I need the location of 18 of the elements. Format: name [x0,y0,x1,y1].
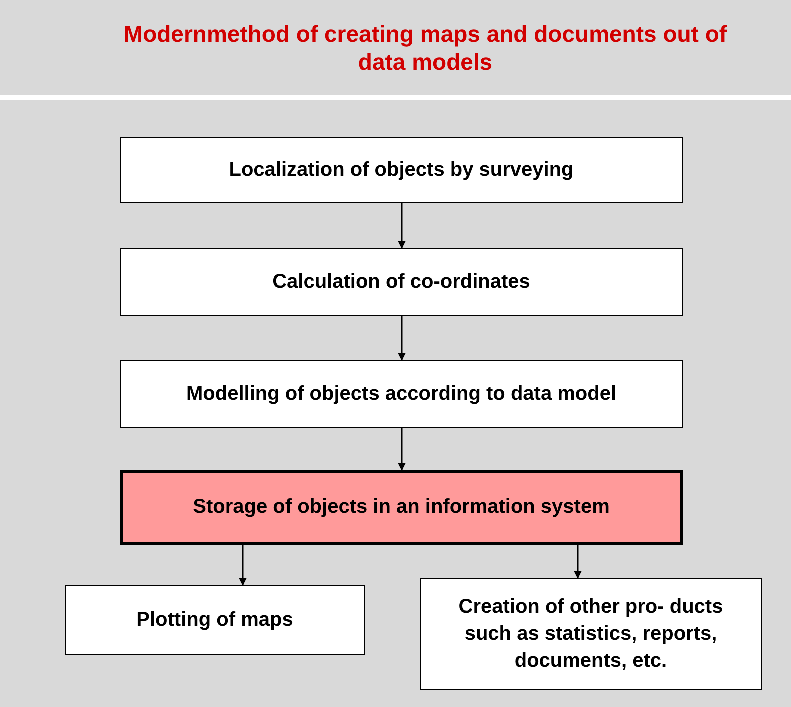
title: Modernmethod of creating maps and documents out of data models [122,20,728,76]
box-label: Plotting of maps [136,608,294,632]
box-label: Calculation of co-ordinates [272,270,530,294]
arrow [239,545,247,586]
arrow [398,316,406,361]
box-label: Storage of objects in an information system [193,495,610,520]
arrow [398,203,406,249]
process-box [120,360,683,428]
process-box [420,578,762,690]
arrow [398,428,406,471]
highlighted-process-box [120,470,683,545]
arrow [574,545,582,579]
process-box [65,585,365,655]
process-box [120,248,683,316]
box-label: Creation of other pro- ducts such as statistics, reports, documents, etc. [458,594,724,674]
box-label: Modelling of objects according to data model [186,382,617,406]
box-label: Localization of objects by surveying [229,158,574,182]
process-box [120,137,683,203]
